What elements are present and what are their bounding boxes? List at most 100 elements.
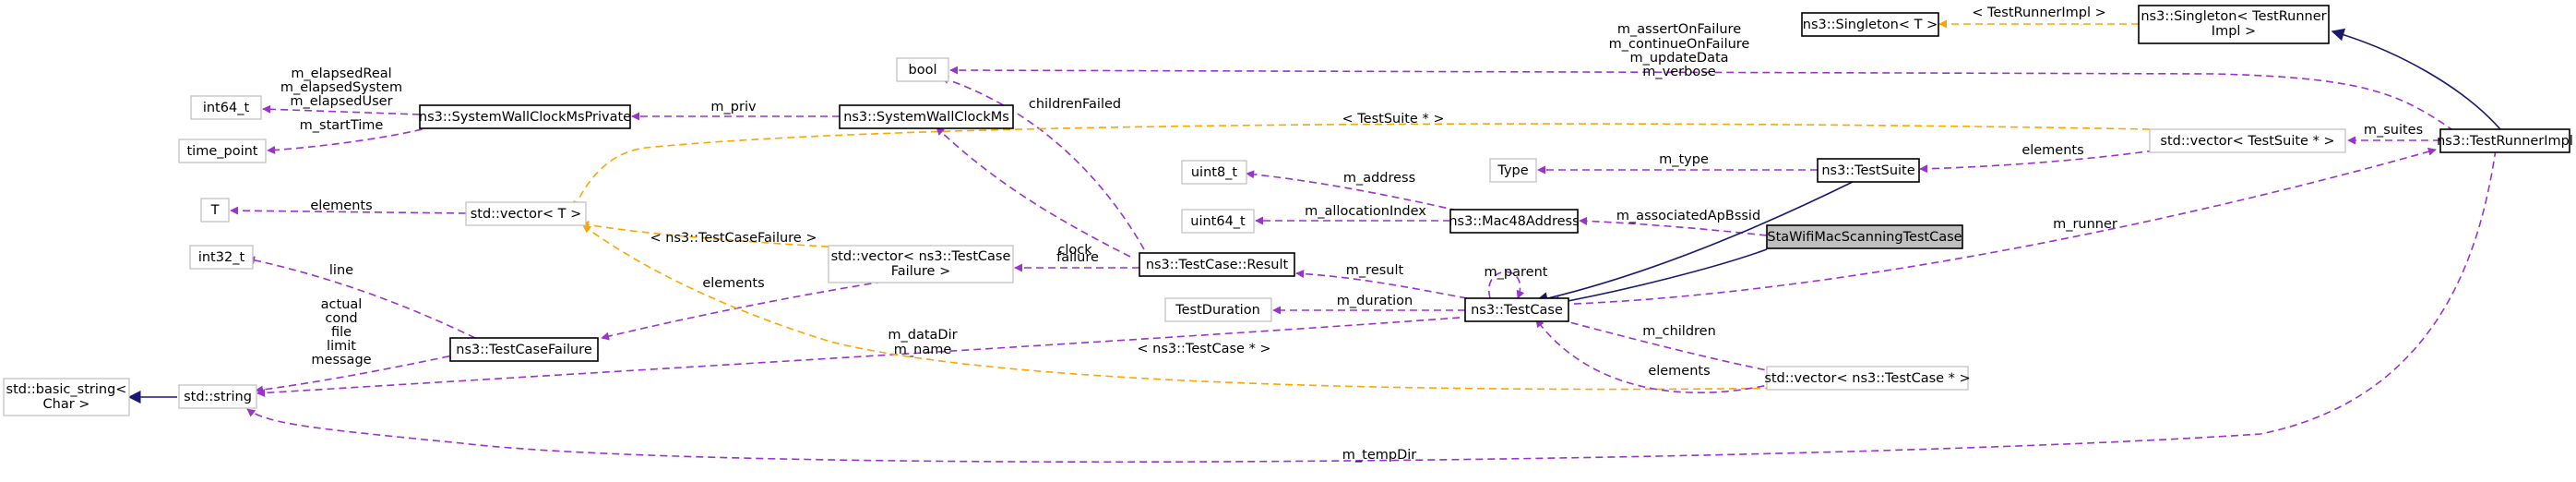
node-singleton-t[interactable]: ns3::Singleton< T >	[1801, 12, 1939, 37]
nodes: ns3::Singleton< T > ns3::Singleton< Test…	[3, 5, 2573, 416]
edge-label-m-verbose: m_verbose	[1642, 65, 1715, 79]
node-label: uint64_t	[1190, 214, 1246, 229]
node-singleton-testrunnerimpl[interactable]: ns3::Singleton< TestRunner Impl >	[2138, 5, 2330, 44]
edges: < TestRunnerImpl > m_assertOnFailure m_c…	[127, 6, 2501, 464]
node-label-line-2: Failure >	[891, 264, 950, 279]
node-bool[interactable]: bool	[896, 57, 949, 82]
edge-bool-flags	[949, 66, 2455, 132]
node-testrunnerimpl[interactable]: ns3::TestRunnerImpl	[2437, 128, 2573, 153]
node-t[interactable]: T	[200, 198, 230, 223]
node-label-line-1: std::vector< ns3::TestCase	[831, 249, 1011, 264]
edge-label-m-suites: m_suites	[2364, 123, 2423, 138]
node-label: std::vector< ns3::TestCase * >	[1764, 371, 1970, 386]
edge-inherit-testsuite-testcase	[1534, 180, 1855, 306]
edge-label-message: message	[311, 353, 371, 368]
edge-label-line: line	[329, 263, 353, 278]
node-label: std::string	[184, 390, 252, 404]
edge-label-elements-t: elements	[310, 199, 372, 213]
node-vector-testcasefailure[interactable]: std::vector< ns3::TestCase Failure >	[828, 245, 1014, 283]
node-basic-string[interactable]: std::basic_string< Char >	[3, 378, 130, 416]
edge-m-children	[1558, 319, 1777, 375]
node-testcase-result[interactable]: ns3::TestCase::Result	[1139, 252, 1295, 277]
node-systemwallclockmsprivate[interactable]: ns3::SystemWallClockMsPrivate	[419, 104, 631, 129]
node-uint8[interactable]: uint8_t	[1181, 160, 1247, 185]
node-type[interactable]: Type	[1489, 158, 1537, 183]
node-vector-testcase[interactable]: std::vector< ns3::TestCase * >	[1764, 366, 1971, 391]
edge-label-tpl-testcase: < ns3::TestCase * >	[1137, 342, 1270, 356]
edge-label-limit: limit	[327, 339, 356, 354]
edge-label-m-tempdir: m_tempDir	[1342, 448, 1417, 463]
edge-elements-failure	[601, 279, 896, 341]
node-vector-testsuite[interactable]: std::vector< TestSuite * >	[2149, 128, 2346, 153]
edge-clock	[936, 127, 1131, 258]
node-label: ns3::Mac48Address	[1449, 214, 1579, 229]
edge-label-m-priv: m_priv	[710, 100, 757, 114]
node-std-string[interactable]: std::string	[178, 384, 257, 409]
edge-label-clock: clock	[1057, 243, 1092, 258]
edge-label-m-address: m_address	[1343, 171, 1415, 186]
node-testsuite[interactable]: ns3::TestSuite	[1817, 158, 1920, 183]
edge-label-m-result: m_result	[1346, 263, 1404, 278]
edge-label-elements-failure: elements	[702, 276, 764, 291]
edge-m-runner	[1549, 147, 2437, 306]
node-int64[interactable]: int64_t	[190, 95, 262, 120]
edge-label-m-updatedata: m_updateData	[1629, 51, 1728, 66]
edge-label-m-name: m_name	[894, 343, 952, 357]
node-vector-t[interactable]: std::vector< T >	[465, 201, 587, 226]
node-label-line-2: Impl >	[2212, 24, 2256, 39]
node-label-line-1: std::basic_string<	[6, 382, 127, 397]
node-mac48address[interactable]: ns3::Mac48Address	[1449, 209, 1580, 234]
edge-label-m-assertonfailure: m_assertOnFailure	[1617, 22, 1741, 37]
edge-label-actual: actual	[321, 297, 363, 312]
edge-label-m-duration: m_duration	[1337, 294, 1413, 308]
edge-label-m-allocationindex: m_allocationIndex	[1305, 204, 1426, 219]
edge-label-m-elapseduser: m_elapsedUser	[290, 94, 392, 109]
edge-label-elements-children: elements	[1648, 364, 1710, 379]
node-label: std::vector< T >	[471, 207, 582, 222]
edge-label-m-datadir: m_dataDir	[888, 328, 957, 343]
node-label: ns3::TestCase	[1471, 303, 1563, 318]
edge-m-parent	[1487, 271, 1525, 299]
edge-inherit-stawifi-testcase	[1546, 248, 1768, 309]
edge-label-m-starttime: m_startTime	[300, 118, 384, 133]
edge-label-m-elapsedreal: m_elapsedReal	[291, 66, 391, 81]
edge-label-elements-suites: elements	[2021, 143, 2083, 158]
node-testduration[interactable]: TestDuration	[1164, 297, 1272, 322]
edge-label-m-children: m_children	[1642, 324, 1716, 339]
edge-tpl-testcase	[582, 224, 1809, 391]
node-label: time_point	[187, 144, 258, 159]
node-label: int32_t	[198, 250, 245, 265]
node-label-line-1: ns3::Singleton< TestRunner	[2141, 9, 2326, 24]
node-label: T	[210, 203, 220, 218]
node-label-line-2: Char >	[43, 397, 90, 412]
edge-m-tempdir	[246, 149, 2497, 464]
edge-label-tpl-testrunnerimpl: < TestRunnerImpl >	[1972, 6, 2106, 20]
node-systemwallclockms[interactable]: ns3::SystemWallClockMs	[839, 104, 1014, 129]
edge-testcase-string	[256, 316, 1473, 397]
node-label: ns3::TestRunnerImpl	[2437, 134, 2573, 149]
edge-label-m-associatedapbssid: m_associatedApBssid	[1616, 209, 1760, 223]
node-label: ns3::TestSuite	[1821, 163, 1914, 178]
edge-label-childrenfailed: childrenFailed	[1029, 97, 1121, 112]
node-label: ns3::TestCase::Result	[1146, 258, 1289, 272]
edge-label-m-type: m_type	[1659, 152, 1709, 167]
node-label: ns3::TestCaseFailure	[456, 343, 592, 357]
edge-elements-t	[230, 206, 467, 215]
node-time-point[interactable]: time_point	[178, 139, 267, 163]
edge-int64	[262, 104, 421, 115]
node-testcase[interactable]: ns3::TestCase	[1464, 297, 1569, 322]
edge-label-file: file	[331, 325, 352, 340]
edge-childrenfailed	[940, 76, 1145, 250]
edge-line	[246, 256, 476, 339]
edge-label-m-parent: m_parent	[1485, 265, 1548, 280]
node-label: bool	[909, 63, 937, 78]
edge-label-tpl-testsuite: < TestSuite * >	[1342, 112, 1445, 127]
edge-label-tpl-testcasefailure: < ns3::TestCaseFailure >	[650, 231, 817, 246]
node-stawifimacscanningtestcase[interactable]: StaWifiMacScanningTestCase	[1766, 224, 1963, 249]
edge-label-cond: cond	[325, 311, 357, 326]
node-int32[interactable]: int32_t	[189, 245, 254, 270]
node-testcasefailure[interactable]: ns3::TestCaseFailure	[449, 337, 599, 362]
node-uint64[interactable]: uint64_t	[1181, 209, 1255, 234]
edge-inherit-testrunnerimpl-singleton	[2331, 28, 2501, 130]
